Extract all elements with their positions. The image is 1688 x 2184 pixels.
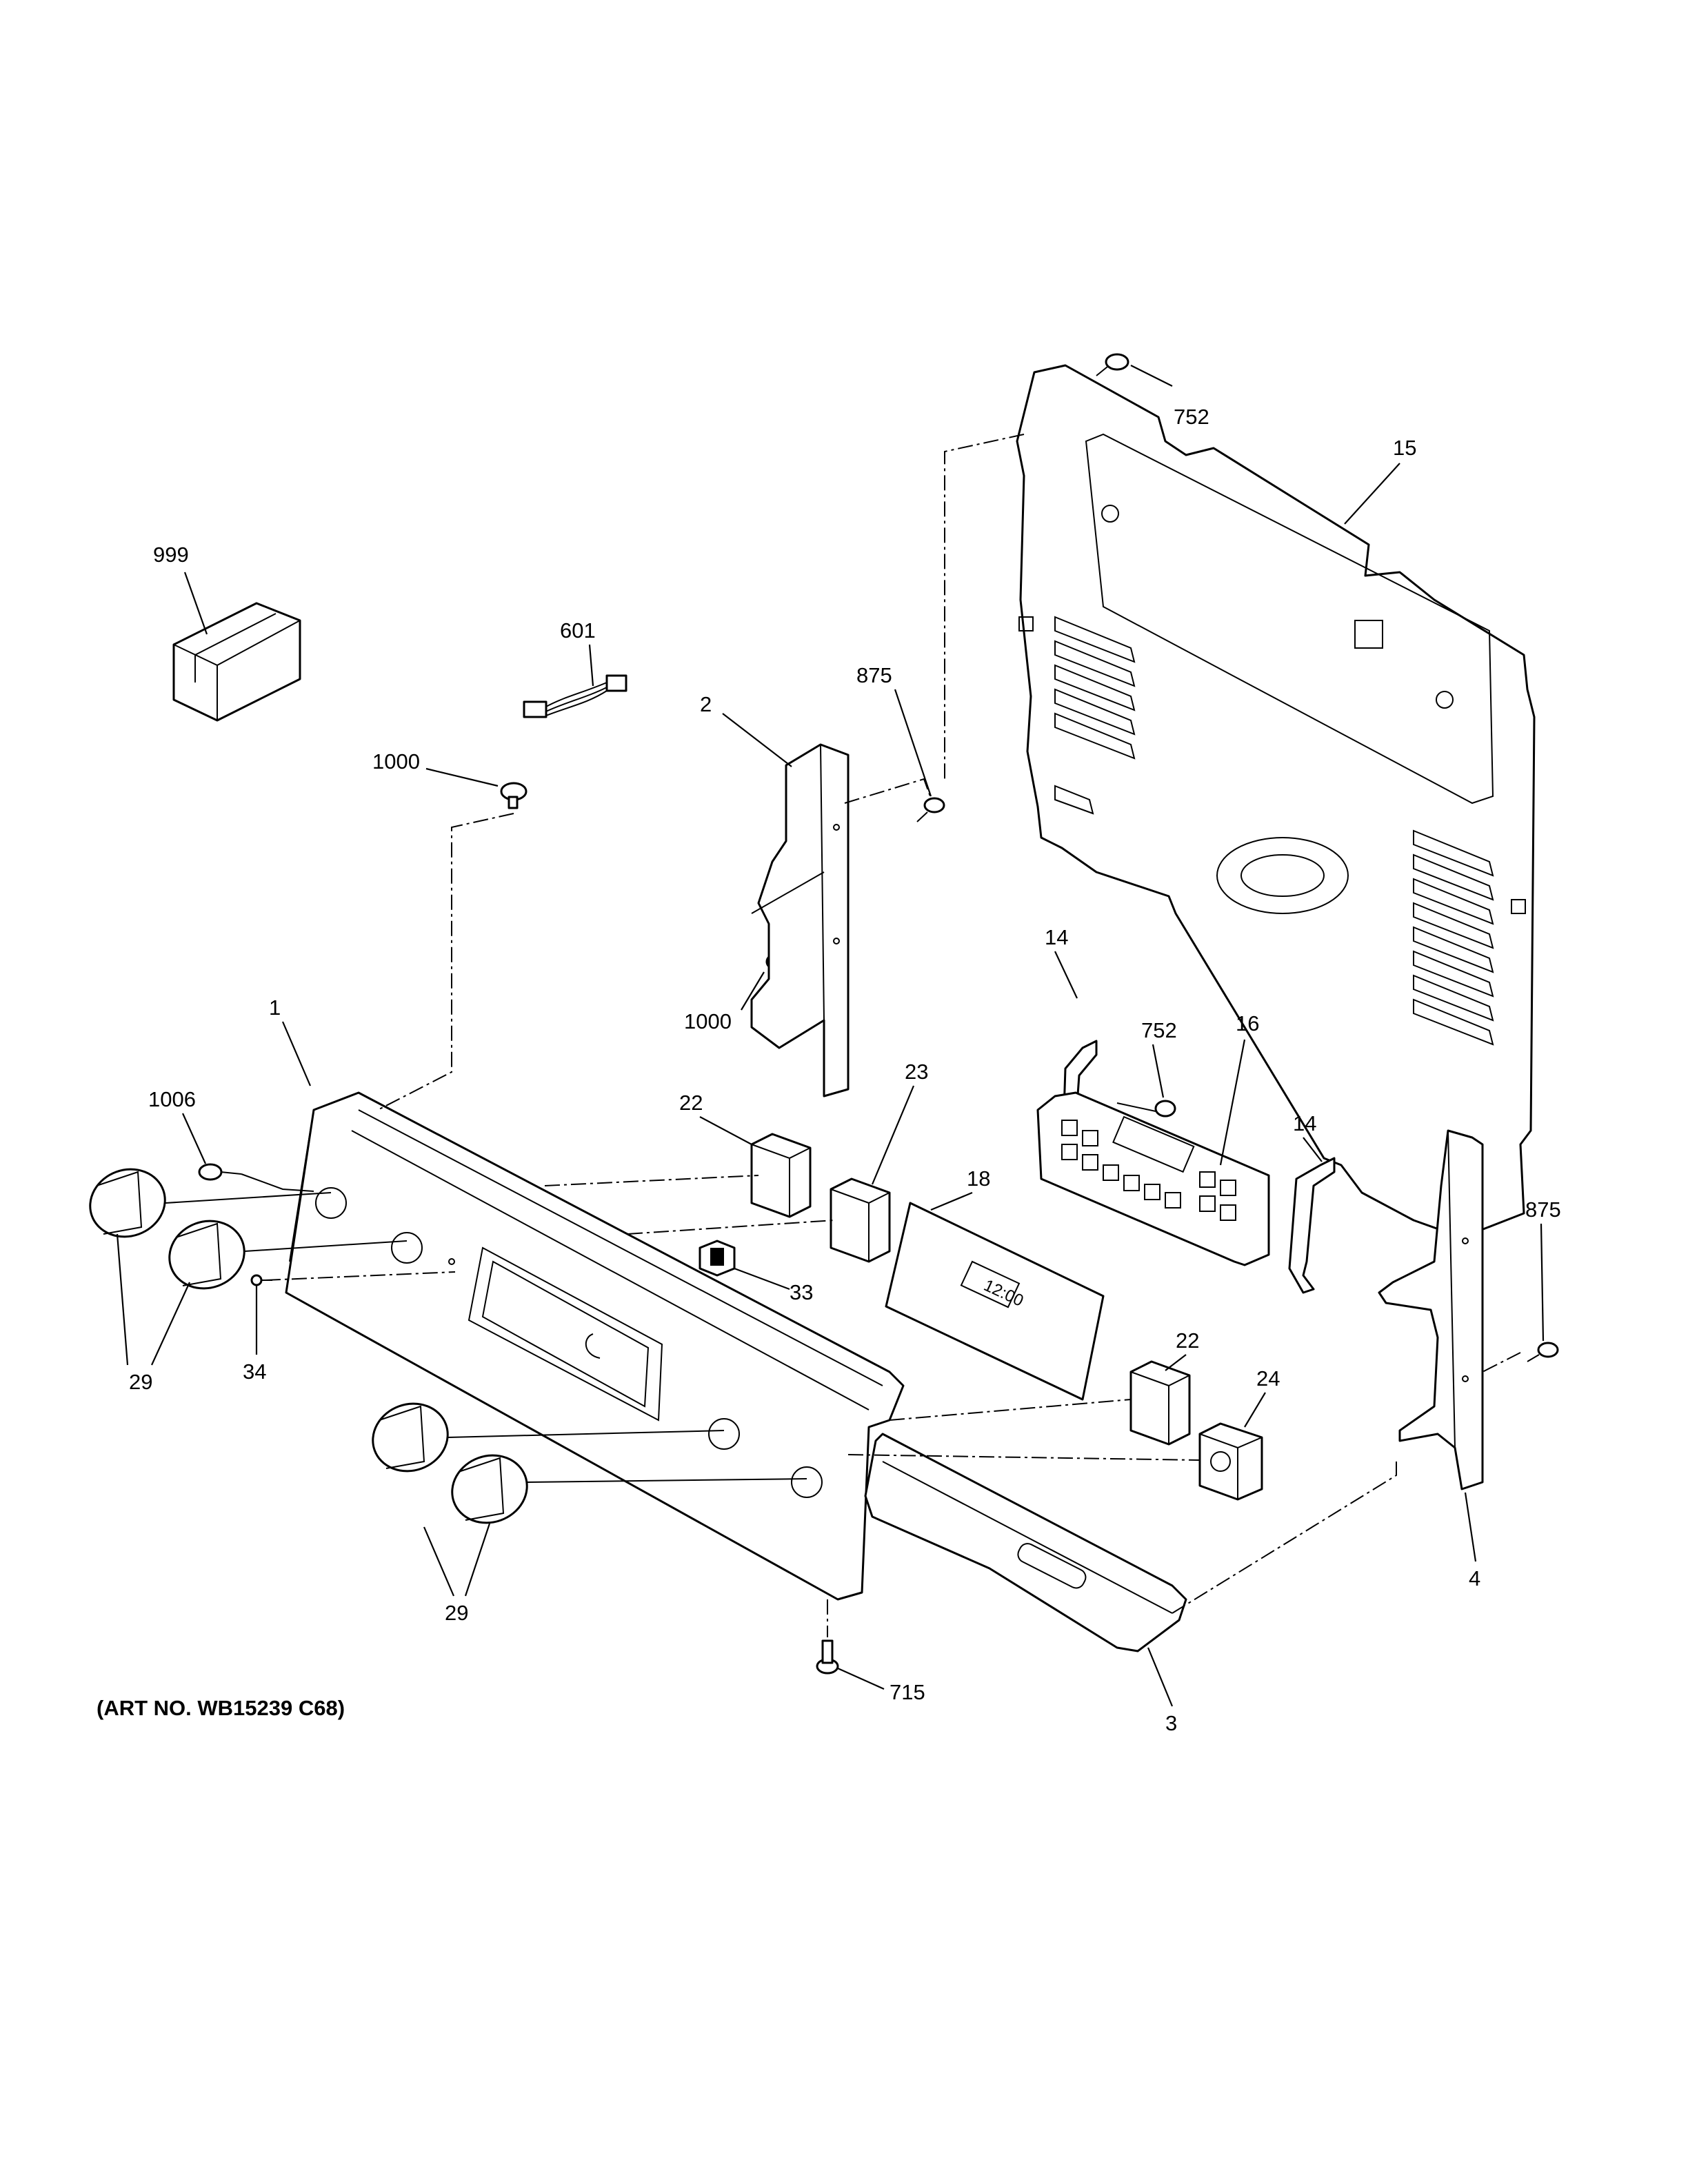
part-752-screw-mid[interactable] xyxy=(1116,1100,1176,1118)
part-4-right-bracket[interactable] xyxy=(1378,1129,1484,1490)
part-33-rocker-switch[interactable] xyxy=(699,1240,736,1277)
label-1006: 1006 xyxy=(148,1087,196,1111)
part-999-box[interactable] xyxy=(172,602,301,722)
part-752-screw-top[interactable] xyxy=(1096,353,1129,376)
part-18-overlay[interactable]: 12:00 xyxy=(885,1202,1105,1401)
part-1006-screw[interactable] xyxy=(198,1163,242,1181)
label-22-top: 22 xyxy=(679,1091,703,1115)
part-2-left-bracket[interactable] xyxy=(750,743,850,1098)
rear-panel-vents-left xyxy=(1054,616,1136,815)
label-18: 18 xyxy=(967,1166,990,1191)
label-999: 999 xyxy=(153,543,189,567)
part-875-screw-top[interactable] xyxy=(916,797,945,822)
label-752-mid: 752 xyxy=(1141,1018,1177,1042)
label-22-bottom: 22 xyxy=(1176,1328,1199,1353)
part-29-knob-2[interactable] xyxy=(160,1211,254,1299)
label-3: 3 xyxy=(1165,1711,1177,1735)
part-29-knob-3[interactable] xyxy=(363,1393,457,1482)
control-board-buttons xyxy=(1061,1120,1236,1221)
part-1-control-panel[interactable] xyxy=(285,1091,905,1601)
label-601: 601 xyxy=(560,618,596,643)
label-715: 715 xyxy=(890,1680,925,1704)
art-number-caption: (ART NO. WB15239 C68) xyxy=(97,1696,345,1720)
part-3-lower-trim[interactable] xyxy=(864,1433,1187,1652)
callout-labels: 999 601 1000 2 1000 875 752 15 14 752 16… xyxy=(129,405,1561,1735)
label-33: 33 xyxy=(790,1280,813,1304)
part-14-bracket-right[interactable] xyxy=(1288,1157,1336,1294)
label-752-top: 752 xyxy=(1174,405,1209,429)
part-29-knob-1[interactable] xyxy=(81,1159,174,1247)
label-15: 15 xyxy=(1393,436,1416,460)
label-29-left: 29 xyxy=(129,1370,152,1394)
label-1000-mid: 1000 xyxy=(684,1009,732,1033)
callout-leaders xyxy=(116,365,1545,1707)
label-2: 2 xyxy=(700,692,712,716)
label-1000-top: 1000 xyxy=(372,749,420,774)
label-14-left: 14 xyxy=(1045,925,1068,949)
part-875-screw-right[interactable] xyxy=(1527,1342,1559,1362)
label-4: 4 xyxy=(1469,1566,1480,1590)
oven-window-opening xyxy=(468,1246,663,1422)
knob-leader-lines xyxy=(165,1173,807,1483)
part-22-switch-bottom[interactable] xyxy=(1129,1360,1191,1446)
part-29-knob-4[interactable] xyxy=(443,1445,536,1533)
label-1: 1 xyxy=(269,995,281,1020)
part-23-switch[interactable] xyxy=(830,1177,891,1263)
part-16-control-board[interactable] xyxy=(1036,1091,1270,1266)
label-875-top: 875 xyxy=(856,663,892,687)
label-16: 16 xyxy=(1236,1011,1259,1035)
part-1000-screw-top[interactable] xyxy=(500,782,528,809)
part-22-switch-top[interactable] xyxy=(750,1133,812,1218)
rear-panel-vents-right xyxy=(1413,829,1494,1046)
part-601-wire-harness[interactable] xyxy=(523,674,627,718)
part-24-switch[interactable] xyxy=(1198,1422,1263,1501)
label-23: 23 xyxy=(905,1060,928,1084)
label-34: 34 xyxy=(243,1359,266,1384)
assembly-lines xyxy=(265,434,1521,1637)
label-875-right: 875 xyxy=(1525,1197,1561,1222)
part-715-screw[interactable] xyxy=(816,1639,839,1675)
control-panel-dial-markings xyxy=(315,1187,823,1498)
label-29-bottom: 29 xyxy=(445,1601,468,1625)
label-14-right: 14 xyxy=(1293,1111,1316,1135)
label-24: 24 xyxy=(1256,1366,1280,1391)
